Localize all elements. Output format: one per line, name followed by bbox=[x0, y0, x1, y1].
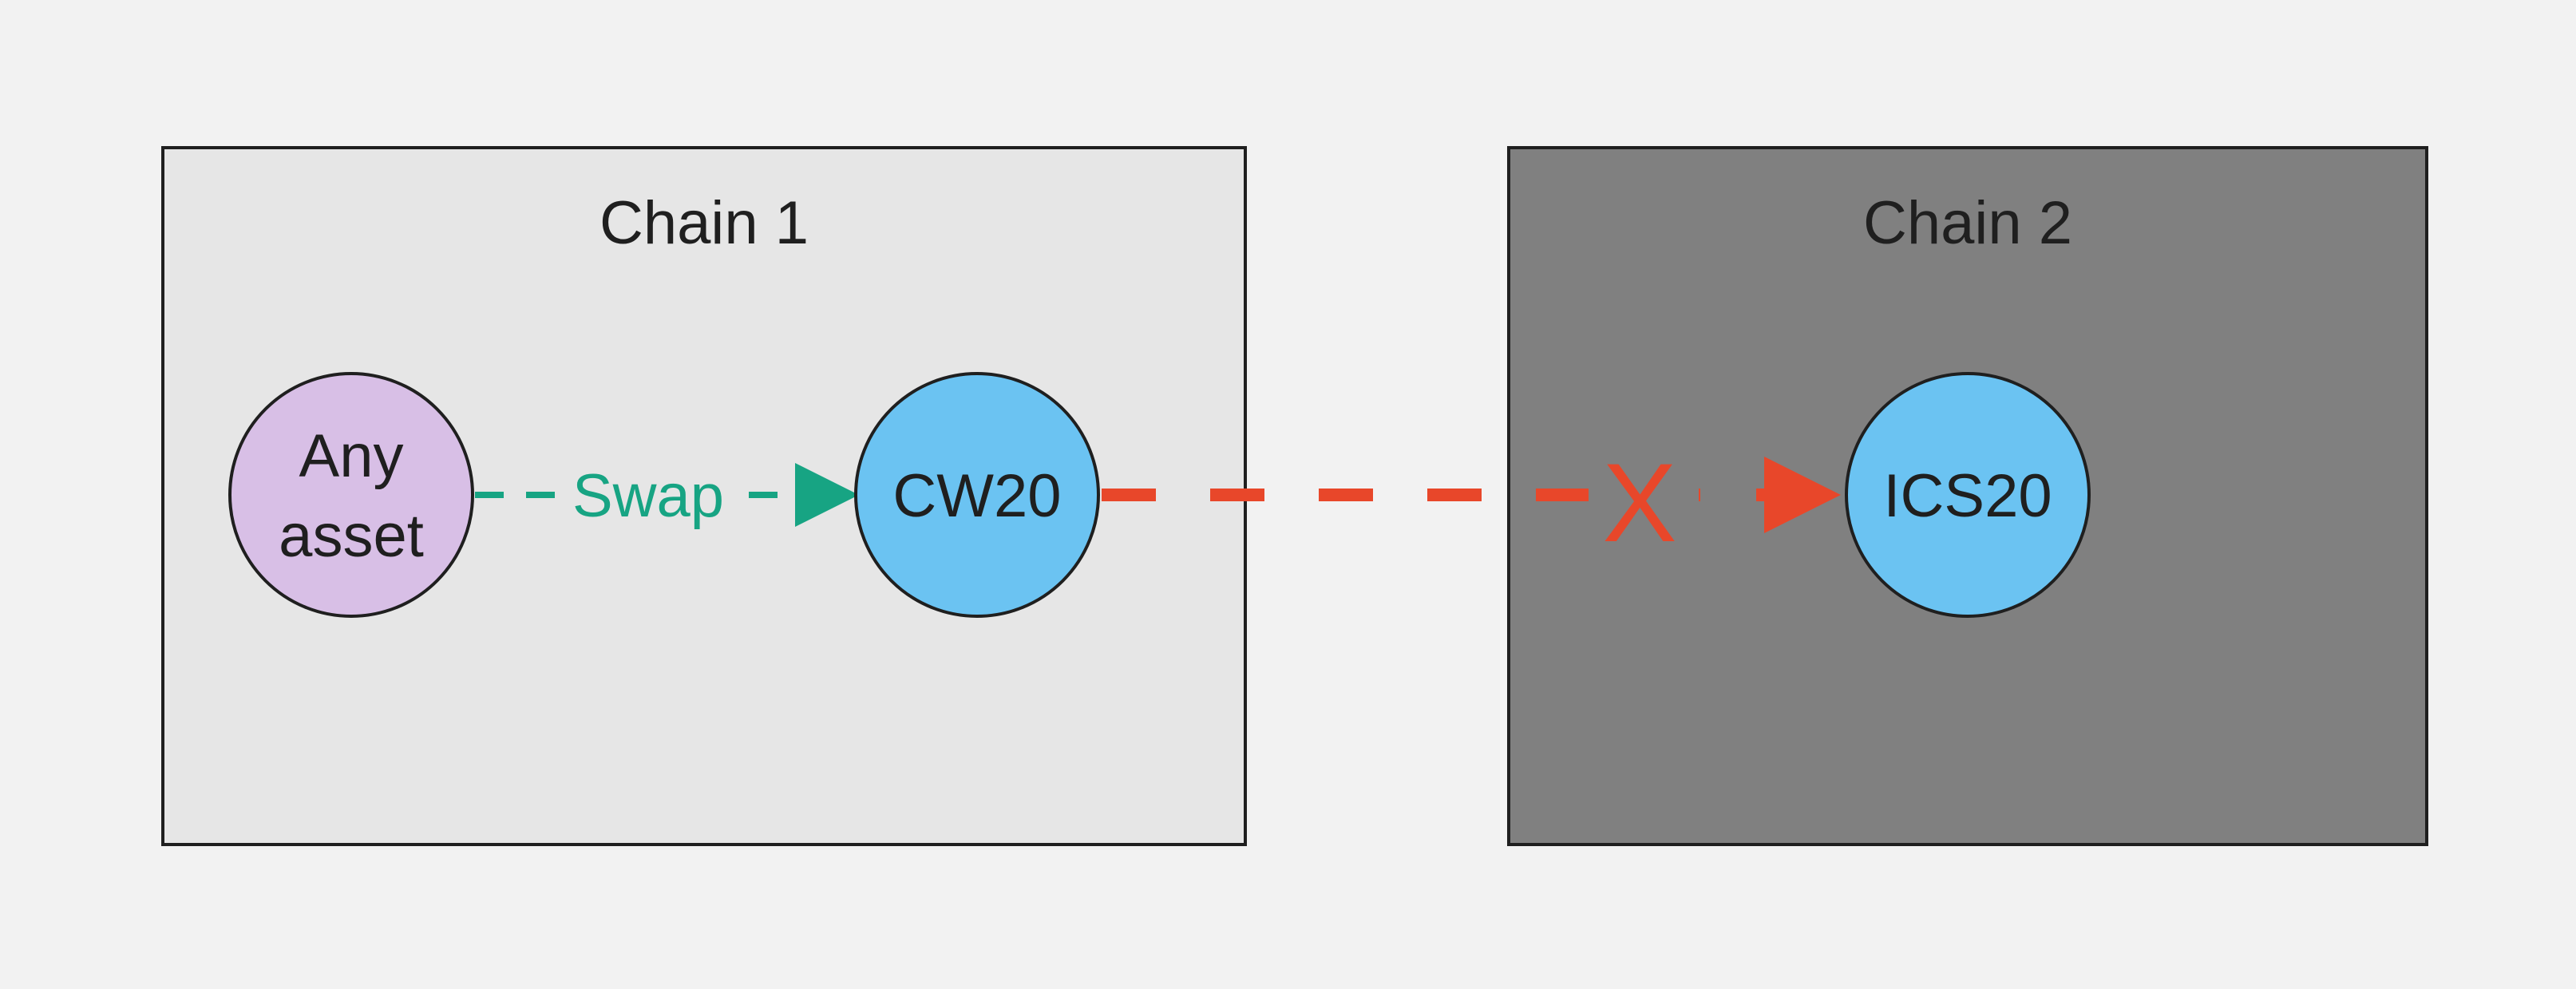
chain-2-title: Chain 2 bbox=[1863, 189, 2072, 257]
cw20-label: CW20 bbox=[892, 462, 1061, 530]
ics20-label: ICS20 bbox=[1883, 462, 2052, 530]
any-asset-label-line2: asset bbox=[279, 502, 424, 570]
swap-edge-label: Swap bbox=[572, 462, 724, 530]
cw20-node bbox=[854, 372, 1100, 618]
ics20-node bbox=[1845, 372, 2091, 618]
any-asset-label-line1: Any bbox=[299, 422, 404, 490]
any-asset-node bbox=[228, 372, 474, 618]
chain-1-title: Chain 1 bbox=[599, 189, 809, 257]
blocked-x-mark: X bbox=[1602, 440, 1676, 565]
